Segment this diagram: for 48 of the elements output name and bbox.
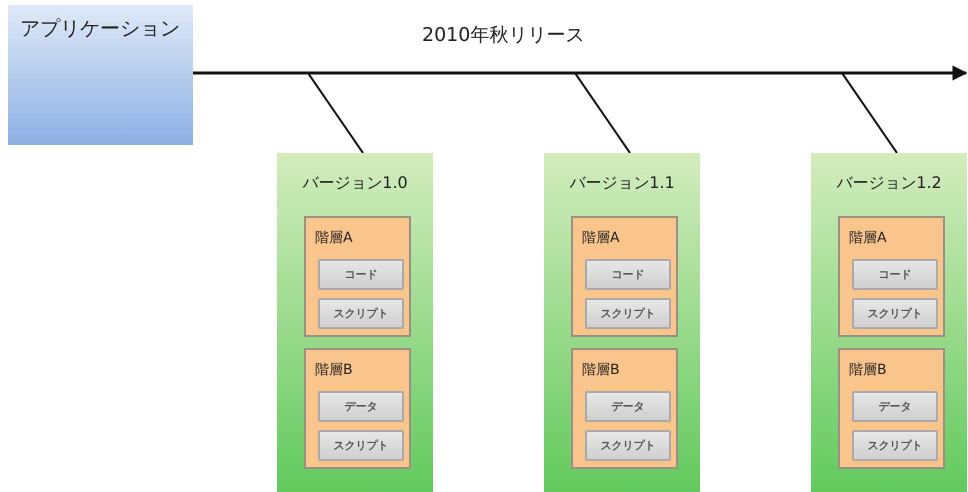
layer-box [571,348,678,469]
version-panel [544,153,700,492]
layer-title: 階層B [582,361,620,379]
connector-line [841,72,898,154]
component-box [585,391,671,422]
component-box [585,430,671,461]
component-label: データ [612,399,644,414]
component-label: コード [612,267,644,282]
component-box [318,298,404,329]
layer-box [838,216,945,337]
version-title: バージョン1.0 [301,173,409,194]
component-label: スクリプト [334,438,388,453]
component-label: コード [878,267,912,282]
component-label: データ [344,399,378,414]
component-box [852,298,938,329]
timeline-arrow [193,66,968,80]
component-label: コード [344,267,378,282]
layer-box [571,216,678,337]
layer-title: 階層A [582,229,620,247]
component-label: スクリプト [868,438,922,453]
component-box [318,430,404,461]
version-title: バージョン1.2 [835,173,943,194]
component-box [852,259,938,290]
component-box [852,391,938,422]
component-label: スクリプト [334,306,388,321]
version-panel [277,153,433,492]
application-label: アプリケーション [20,15,181,42]
component-label: データ [878,399,912,414]
connector-line [307,72,364,154]
component-label: スクリプト [600,306,656,321]
version-title: バージョン1.1 [568,173,676,194]
component-box [318,259,404,290]
layer-title: 階層B [315,361,353,379]
layer-title: 階層B [849,361,887,379]
component-box [318,391,404,422]
connector-line [574,72,631,154]
component-box [585,298,671,329]
layer-title: 階層A [315,229,353,247]
component-box [852,430,938,461]
version-panel [811,153,967,492]
layer-box [304,348,411,469]
component-box [585,259,671,290]
layer-box [838,348,945,469]
layer-box [304,216,411,337]
component-label: スクリプト [868,306,922,321]
application-box [8,5,193,145]
component-label: スクリプト [600,438,656,453]
layer-title: 階層A [849,229,887,247]
